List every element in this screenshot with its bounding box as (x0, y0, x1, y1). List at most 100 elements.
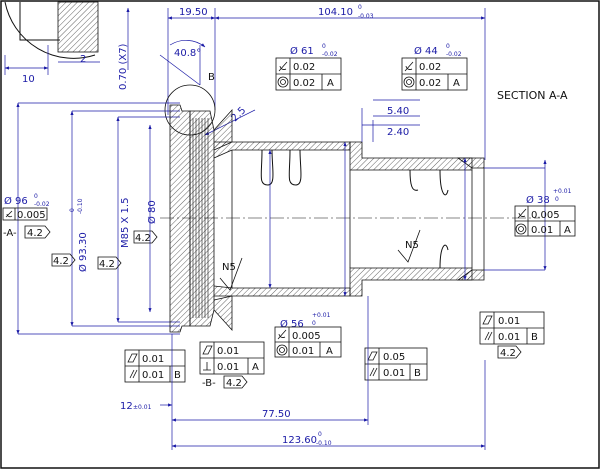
svg-text:0.01: 0.01 (142, 370, 164, 381)
fcf-face-c: 0.05 0.01 B (364, 347, 428, 381)
svg-text:±0.01: ±0.01 (133, 404, 152, 411)
cylindricity-icon (5, 210, 13, 218)
svg-text:A: A (326, 346, 333, 357)
svg-text:-0.03: -0.03 (358, 13, 374, 20)
svg-text:0.01: 0.01 (531, 225, 553, 236)
flatness-icon (127, 353, 138, 363)
cylindricity-icon (517, 208, 527, 219)
svg-text:0: 0 (446, 43, 450, 50)
roughness-marker: 4.2 (497, 345, 522, 359)
roughness-marker: 4.2 (133, 230, 158, 244)
dim-text-540: 5.40 (387, 106, 409, 117)
dim-text-m85: M85 X 1.5 (120, 198, 131, 248)
surface-finish-symbol: N5 (219, 257, 243, 291)
concentricity-icon (515, 223, 527, 235)
svg-text:0.01: 0.01 (217, 346, 239, 357)
part-section (169, 104, 485, 333)
dim-text-dia80: Ø 80 (146, 200, 158, 224)
svg-text:4.2: 4.2 (99, 259, 115, 270)
svg-text:4.2: 4.2 (53, 256, 69, 267)
cylindricity-icon (278, 61, 288, 72)
dim-text-dia44: Ø 44 (414, 45, 438, 57)
dim-text-dia56: Ø 56 (280, 318, 304, 330)
dim-text-10: 10 (22, 74, 35, 85)
fcf-face-b: 0.01 0.01 A (199, 341, 265, 375)
cylindricity-icon (277, 329, 287, 340)
svg-text:0: 0 (69, 208, 76, 212)
surface-finish-symbol: N5 (397, 229, 421, 263)
concentricity-icon (276, 344, 288, 356)
dim-text-dia9330: Ø 93.30 (77, 232, 89, 272)
svg-text:4.2: 4.2 (226, 378, 242, 389)
svg-text:A: A (453, 78, 460, 89)
fcf-face-d: 0.01 0.01 B (479, 311, 545, 345)
concentricity-icon (277, 76, 289, 88)
section-title: SECTION A-A (497, 89, 568, 102)
svg-text:0.005: 0.005 (292, 331, 321, 342)
flatness-icon (367, 351, 378, 361)
svg-text:0.05: 0.05 (383, 352, 405, 363)
parallelism-icon (129, 369, 138, 379)
svg-text:B: B (414, 368, 421, 379)
dim-text-dia61: Ø 61 (290, 45, 314, 57)
flatness-icon (202, 345, 213, 355)
svg-text:-0.02: -0.02 (322, 51, 338, 58)
svg-text:0: 0 (318, 431, 322, 438)
dim-text-10410: 104.10 (318, 7, 353, 18)
dim-text-12360: 123.60 (282, 435, 317, 446)
svg-text:A: A (564, 225, 571, 236)
parallelism-icon (369, 367, 378, 377)
dim-text-240: 2.40 (387, 127, 409, 138)
svg-text:-0.10: -0.10 (77, 198, 84, 214)
flatness-icon (482, 315, 493, 325)
dim-text-070: 0.70 (X7) (118, 43, 129, 90)
svg-text:0.02: 0.02 (293, 78, 315, 89)
svg-text:0.02: 0.02 (419, 62, 441, 73)
svg-text:+0.01: +0.01 (312, 312, 331, 319)
svg-text:0.01: 0.01 (292, 346, 314, 357)
svg-text:0.01: 0.01 (217, 362, 239, 373)
svg-text:0: 0 (358, 4, 362, 11)
concentricity-icon (403, 76, 415, 88)
fcf-face-a: 0.01 0.01 B (124, 349, 186, 383)
svg-text:B: B (531, 332, 538, 343)
cylindricity-icon (404, 61, 414, 72)
svg-text:0.005: 0.005 (531, 210, 560, 221)
svg-text:0.005: 0.005 (17, 210, 46, 221)
datum-label-b: -B- (202, 378, 216, 389)
fcf-dia61: 0.02 0.02 A (275, 57, 342, 91)
fcf-dia44: 0.02 0.02 A (401, 57, 468, 91)
fcf-dia38: 0.005 0.01 A (514, 205, 576, 237)
detail-view-fragment (4, 1, 130, 75)
svg-text:N5: N5 (405, 240, 419, 251)
svg-text:4.2: 4.2 (500, 348, 516, 359)
svg-text:N5: N5 (222, 262, 236, 273)
fcf-dia96: 0.005 (2, 207, 48, 221)
svg-text:A: A (327, 78, 334, 89)
parallelism-icon (484, 331, 493, 341)
svg-text:0.01: 0.01 (142, 354, 164, 365)
dim-text-12: 12 (120, 401, 133, 412)
svg-text:B: B (174, 370, 181, 381)
roughness-marker: 4.2 (51, 253, 76, 267)
svg-text:0.02: 0.02 (419, 78, 441, 89)
svg-text:0.01: 0.01 (383, 368, 405, 379)
datum-label-a-left: -A- (3, 228, 17, 239)
svg-text:0.02: 0.02 (293, 62, 315, 73)
svg-text:-0.02: -0.02 (34, 201, 50, 208)
roughness-marker: 4.2 (24, 225, 51, 239)
svg-text:0: 0 (312, 320, 316, 327)
dim-text-dia96: Ø 96 (4, 195, 28, 207)
svg-text:0: 0 (34, 193, 38, 200)
svg-text:4.2: 4.2 (27, 228, 43, 239)
roughness-marker: 4.2 (223, 375, 248, 389)
svg-text:0: 0 (555, 196, 559, 203)
svg-text:4.2: 4.2 (135, 233, 151, 244)
fcf-dia56: 0.005 0.01 A (274, 326, 342, 358)
svg-text:+0.01: +0.01 (553, 188, 572, 195)
svg-text:0.01: 0.01 (498, 316, 520, 327)
dim-text-7750: 77.50 (262, 409, 291, 420)
